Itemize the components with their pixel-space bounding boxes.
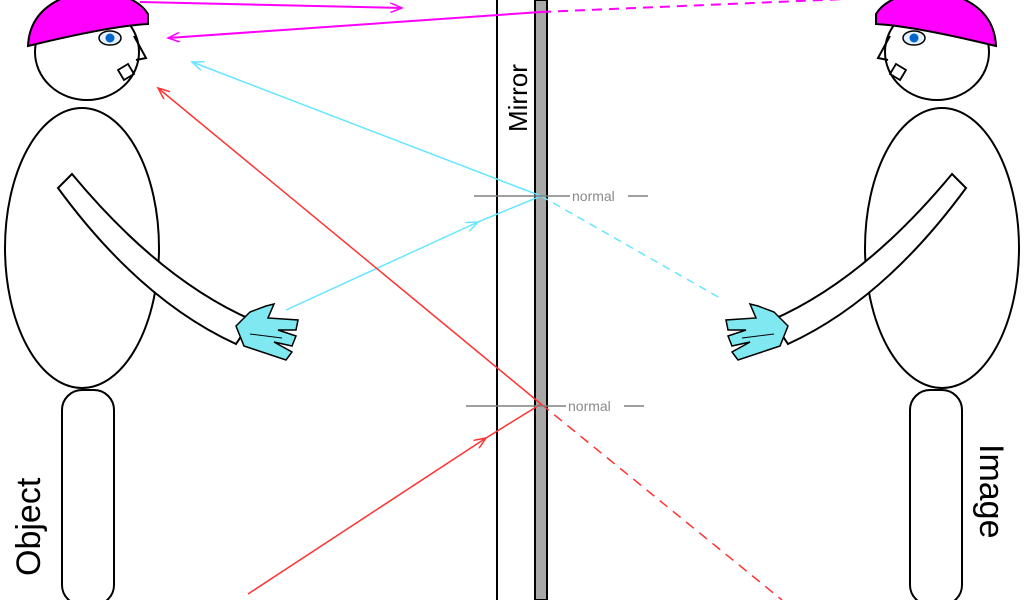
object-label: Object bbox=[10, 477, 48, 576]
normal-label-lower: normal bbox=[568, 398, 611, 414]
mirror-label: Mirror bbox=[503, 64, 533, 132]
image-label: Image bbox=[972, 444, 1010, 539]
normal-lower: normal bbox=[466, 398, 644, 414]
cyan-ray bbox=[192, 62, 721, 311]
magenta-ray bbox=[139, 0, 847, 38]
normal-upper: normal bbox=[474, 188, 648, 204]
red-ray bbox=[158, 88, 783, 601]
mirror-glass bbox=[534, 0, 548, 601]
object-person-figure bbox=[4, 0, 299, 605]
normal-label-upper: normal bbox=[572, 188, 615, 204]
